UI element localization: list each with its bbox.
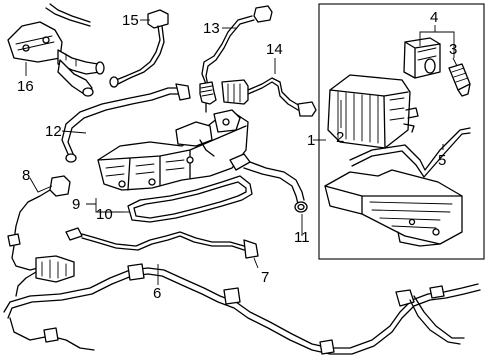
part-16-bracket-assembly — [7, 3, 105, 97]
canister-inset-frame — [318, 3, 485, 260]
callout-16: 16 — [17, 78, 34, 95]
callout-labels: 1 2 3 4 5 6 7 8 9 10 11 12 13 14 15 16 — [17, 9, 457, 302]
callout-3: 3 — [449, 41, 457, 58]
callout-14: 14 — [266, 41, 283, 58]
callout-5: 5 — [438, 152, 446, 169]
part-7-line — [65, 227, 259, 259]
part-6-harness — [3, 263, 481, 355]
part-3-vent-valve — [448, 63, 471, 97]
part-12-hose — [61, 83, 191, 163]
part-13-oxygen-sensor — [199, 5, 273, 113]
callout-7: 7 — [261, 269, 269, 286]
callout-9: 9 — [72, 196, 80, 213]
callout-4: 4 — [430, 9, 438, 26]
part-10-gasket — [127, 175, 253, 223]
leader-lines — [25, 19, 458, 285]
part-2-charcoal-canister — [327, 74, 419, 149]
callout-8: 8 — [22, 167, 30, 184]
part-14-oxygen-sensor — [221, 77, 317, 117]
part-canister-tray — [324, 169, 463, 247]
callout-13: 13 — [203, 20, 220, 37]
callout-15: 15 — [122, 12, 139, 29]
callout-1: 1 — [307, 132, 315, 149]
part-9-purge-valve-assembly — [97, 109, 249, 191]
callout-11: 11 — [294, 229, 310, 246]
callout-10: 10 — [96, 206, 113, 223]
callout-6: 6 — [153, 285, 161, 302]
part-15-sensor-connector — [109, 9, 169, 88]
part-11-hose — [229, 153, 308, 213]
callout-2: 2 — [336, 129, 344, 146]
part-4-filter — [403, 37, 441, 79]
callout-12: 12 — [45, 123, 62, 140]
part-8-solenoid-harness — [7, 175, 75, 297]
part-5-hose — [349, 127, 471, 178]
